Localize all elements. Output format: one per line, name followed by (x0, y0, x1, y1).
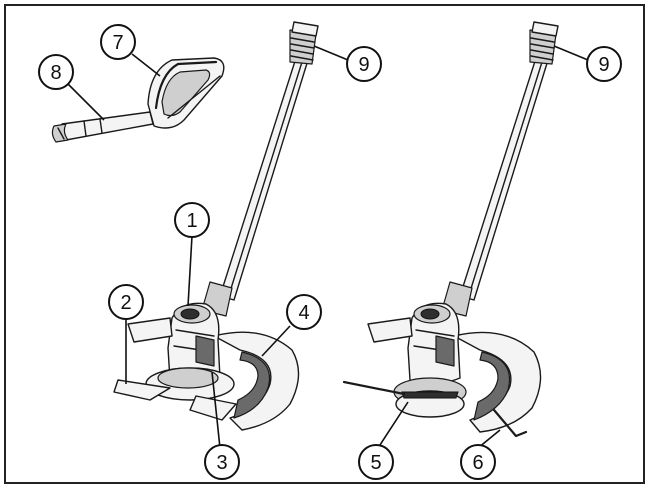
svg-text:4: 4 (298, 302, 309, 324)
leader-8 (67, 83, 105, 121)
leader-7 (131, 53, 161, 77)
callout-3: 3 (204, 444, 240, 480)
right-shaft (459, 57, 549, 301)
svg-text:7: 7 (112, 32, 123, 54)
callout-6: 6 (460, 444, 496, 480)
left-shaft (219, 57, 309, 301)
leader-9-left (313, 45, 349, 61)
left-blade-edge (113, 379, 171, 401)
svg-text:5: 5 (370, 452, 381, 474)
auxiliary-handle (51, 57, 225, 143)
right-cutting-line (342, 380, 406, 396)
callout-9-left: 9 (346, 46, 382, 82)
svg-text:3: 3 (216, 452, 227, 474)
leader-3 (211, 371, 221, 449)
callout-8: 8 (38, 54, 74, 90)
callout-4: 4 (286, 294, 322, 330)
leader-9-right (553, 45, 589, 61)
leader-4 (261, 325, 291, 357)
svg-text:1: 1 (186, 210, 197, 232)
right-wire-guard (492, 408, 528, 438)
handle-bar (61, 111, 154, 141)
callout-9-right: 9 (586, 46, 622, 82)
callout-1: 1 (174, 202, 210, 238)
left-guard (213, 331, 300, 431)
left-trimmer (113, 21, 319, 431)
leader-5 (377, 401, 409, 449)
callout-5: 5 (358, 444, 394, 480)
callout-7: 7 (100, 24, 136, 60)
callout-2: 2 (108, 284, 144, 320)
svg-text:9: 9 (598, 54, 609, 76)
right-guard (453, 331, 542, 433)
svg-text:6: 6 (472, 452, 483, 474)
right-trimmer (342, 21, 559, 438)
svg-text:8: 8 (50, 62, 61, 84)
leader-1 (187, 235, 193, 307)
svg-text:2: 2 (120, 292, 131, 314)
svg-text:9: 9 (358, 54, 369, 76)
